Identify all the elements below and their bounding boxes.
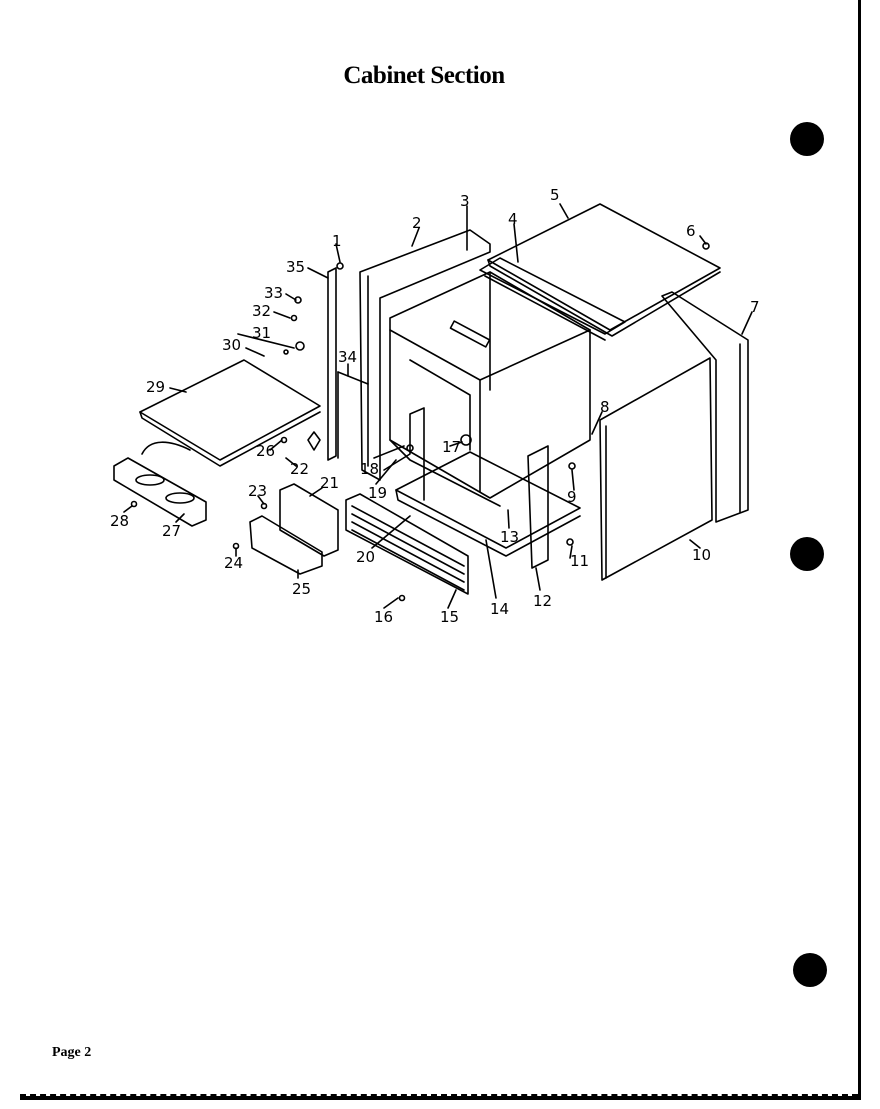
- callout-21: 21: [320, 474, 339, 492]
- callout-5: 5: [550, 186, 560, 204]
- callout-28: 28: [110, 512, 129, 530]
- front-column: [527, 445, 549, 569]
- callout-29: 29: [146, 378, 165, 396]
- callout-18: 18: [360, 460, 379, 478]
- callout-12: 12: [533, 592, 552, 610]
- callout-23: 23: [248, 482, 267, 500]
- callout-30: 30: [222, 336, 241, 354]
- access-panel: [139, 359, 321, 467]
- rear-panel: [661, 291, 749, 523]
- scan-edge: [20, 1094, 858, 1100]
- bracket: [249, 515, 323, 575]
- callout-labels: 1 2 3 4 5 6 7 8 9 10 11 12 13 14 15 16 1…: [110, 186, 760, 626]
- callout-25: 25: [292, 580, 311, 598]
- callout-31: 31: [252, 324, 271, 342]
- callout-17: 17: [442, 438, 461, 456]
- callout-20: 20: [356, 548, 375, 566]
- callout-3: 3: [460, 192, 470, 210]
- callout-26: 26: [256, 442, 275, 460]
- kick-panel: [345, 493, 469, 595]
- callout-7: 7: [750, 298, 760, 316]
- binder-hole-middle: [790, 537, 824, 571]
- tub-body: [389, 271, 591, 507]
- callout-6: 6: [686, 222, 696, 240]
- left-side-panel: [359, 229, 491, 481]
- callout-1: 1: [332, 232, 342, 250]
- callout-33: 33: [264, 284, 283, 302]
- paper-sheet: [20, 0, 861, 1100]
- callout-15: 15: [440, 608, 459, 626]
- callout-16: 16: [374, 608, 393, 626]
- binder-hole-bottom: [793, 953, 827, 987]
- callout-14: 14: [490, 600, 509, 618]
- door-handle: [113, 457, 207, 527]
- base-frame: [395, 451, 581, 557]
- right-side-panel: [599, 357, 713, 581]
- callout-19: 19: [368, 484, 387, 502]
- callout-4: 4: [508, 210, 518, 228]
- binder-hole-top: [790, 122, 824, 156]
- callout-8: 8: [600, 398, 610, 416]
- callout-35: 35: [286, 258, 305, 276]
- page-title: Cabinet Section: [343, 62, 505, 89]
- callout-27: 27: [162, 522, 181, 540]
- callout-11: 11: [570, 552, 589, 570]
- callout-13: 13: [500, 528, 519, 546]
- callout-9: 9: [567, 488, 577, 506]
- callout-34: 34: [338, 348, 357, 366]
- callout-24: 24: [224, 554, 243, 572]
- callout-32: 32: [252, 302, 271, 320]
- callout-2: 2: [412, 214, 422, 232]
- callout-22: 22: [290, 460, 309, 478]
- page-footer: Page 2: [52, 1045, 92, 1060]
- vertical-strip: [327, 267, 337, 461]
- top-panel: [487, 203, 721, 337]
- cover-plate: [279, 483, 339, 557]
- callout-10: 10: [692, 546, 711, 564]
- rear-bracket: [479, 257, 626, 341]
